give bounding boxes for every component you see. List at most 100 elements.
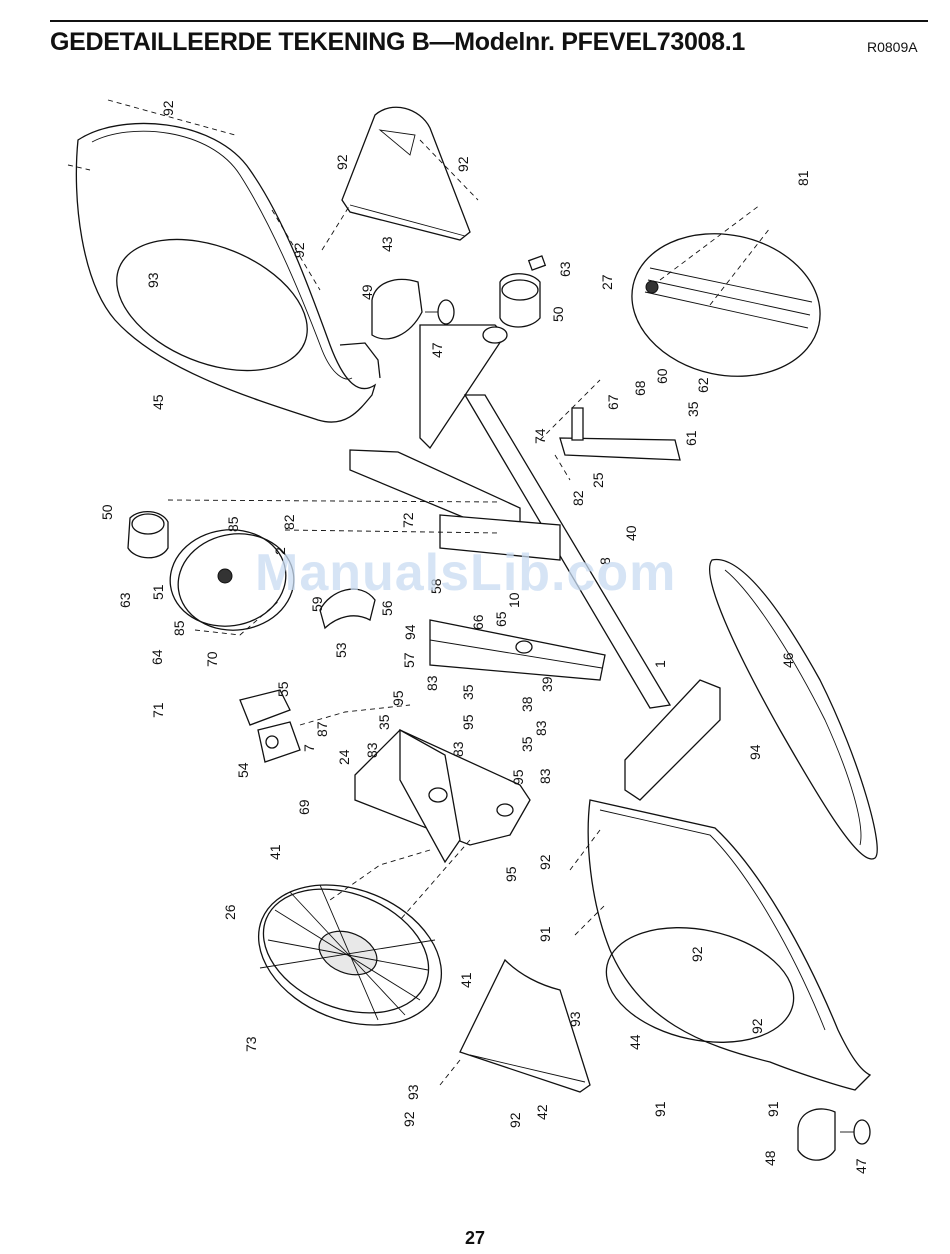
part-label: 68 bbox=[632, 380, 648, 396]
brake-assembly-53-56 bbox=[239, 588, 376, 763]
part-label: 42 bbox=[534, 1104, 550, 1120]
part-label: 73 bbox=[243, 1036, 259, 1052]
part-label: 82 bbox=[281, 514, 297, 530]
belt-46 bbox=[708, 558, 878, 860]
part-label: 65 bbox=[493, 611, 509, 627]
part-label: 83 bbox=[537, 768, 553, 784]
bracket-43 bbox=[321, 106, 479, 251]
part-label: 66 bbox=[470, 614, 486, 630]
part-label: 93 bbox=[405, 1084, 421, 1100]
part-label: 92 bbox=[334, 154, 350, 170]
part-label: 35 bbox=[376, 714, 392, 730]
part-label: 69 bbox=[296, 799, 312, 815]
part-label: 85 bbox=[171, 620, 187, 636]
revision-code: R0809A bbox=[867, 39, 918, 55]
part-label: 92 bbox=[507, 1112, 523, 1128]
part-label: 85 bbox=[225, 516, 241, 532]
part-label: 92 bbox=[689, 946, 705, 962]
side-shield-44 bbox=[569, 799, 872, 1091]
part-label: 50 bbox=[99, 504, 115, 520]
part-label: 41 bbox=[458, 972, 474, 988]
part-label: 94 bbox=[747, 744, 763, 760]
end-cap-49-47 bbox=[371, 278, 455, 340]
assembly-line bbox=[554, 454, 571, 481]
part-label: 83 bbox=[364, 742, 380, 758]
part-label: 74 bbox=[532, 428, 548, 444]
part-label: 71 bbox=[150, 702, 166, 718]
assembly-line bbox=[194, 599, 281, 636]
part-label: 93 bbox=[145, 272, 161, 288]
part-label: 82 bbox=[570, 490, 586, 506]
part-label: 51 bbox=[150, 584, 166, 600]
part-label: 95 bbox=[390, 690, 406, 706]
part-label: 95 bbox=[503, 866, 519, 882]
roller-50-top bbox=[499, 255, 547, 328]
assembly-line bbox=[539, 379, 601, 441]
part-label: 95 bbox=[460, 714, 476, 730]
part-label: 59 bbox=[309, 596, 325, 612]
part-label: 81 bbox=[795, 170, 811, 186]
side-shield-45 bbox=[67, 99, 381, 423]
page-title: GEDETAILLEERDE TEKENING B—Modelnr. PFEVE… bbox=[50, 28, 745, 56]
part-label: 63 bbox=[557, 261, 573, 277]
part-label: 7 bbox=[301, 744, 317, 752]
part-label: 72 bbox=[400, 512, 416, 528]
part-label: 24 bbox=[336, 749, 352, 765]
part-label: 35 bbox=[685, 401, 701, 417]
part-label: 41 bbox=[267, 844, 283, 860]
assembly-line bbox=[329, 849, 431, 901]
part-label: 92 bbox=[160, 100, 176, 116]
part-label: 35 bbox=[519, 736, 535, 752]
part-label: 43 bbox=[379, 236, 395, 252]
part-label: 92 bbox=[537, 854, 553, 870]
part-label: 62 bbox=[695, 377, 711, 393]
part-label: 92 bbox=[455, 156, 471, 172]
part-label: 1 bbox=[652, 660, 668, 668]
assembly-line bbox=[167, 499, 501, 503]
part-label: 2 bbox=[272, 547, 288, 555]
watermark: ManualsLib.com bbox=[255, 544, 677, 602]
part-label: 83 bbox=[424, 675, 440, 691]
part-label: 44 bbox=[627, 1034, 643, 1050]
assembly-line bbox=[399, 839, 471, 921]
part-label: 26 bbox=[222, 904, 238, 920]
part-label: 61 bbox=[683, 430, 699, 446]
part-label: 58 bbox=[428, 578, 444, 594]
header-rule bbox=[50, 20, 928, 22]
part-label: 35 bbox=[460, 684, 476, 700]
part-label: 10 bbox=[506, 592, 522, 608]
part-label: 83 bbox=[533, 720, 549, 736]
part-label: 55 bbox=[275, 681, 291, 697]
page-number: 27 bbox=[464, 1228, 486, 1248]
assembly-line bbox=[299, 704, 411, 726]
part-label: 46 bbox=[780, 652, 796, 668]
part-label: 60 bbox=[654, 368, 670, 384]
part-label: 91 bbox=[652, 1101, 668, 1117]
part-label: 91 bbox=[537, 926, 553, 942]
part-label: 95 bbox=[510, 769, 526, 785]
bracket-42 bbox=[439, 958, 591, 1093]
pulley-26 bbox=[257, 884, 443, 1026]
part-label: 56 bbox=[379, 600, 395, 616]
part-label: 45 bbox=[150, 394, 166, 410]
part-label: 27 bbox=[599, 274, 615, 290]
part-label: 92 bbox=[291, 242, 307, 258]
part-label: 63 bbox=[117, 592, 133, 608]
part-label: 92 bbox=[401, 1111, 417, 1127]
part-label: 39 bbox=[539, 676, 555, 692]
part-label: 92 bbox=[749, 1018, 765, 1034]
part-label: 25 bbox=[590, 472, 606, 488]
part-label: 48 bbox=[762, 1150, 778, 1166]
part-label: 54 bbox=[235, 762, 251, 778]
flywheel-51 bbox=[127, 511, 295, 631]
part-label: 94 bbox=[402, 624, 418, 640]
part-label: 91 bbox=[765, 1101, 781, 1117]
crank-bracket-24 bbox=[354, 728, 531, 864]
part-label: 67 bbox=[605, 394, 621, 410]
part-label: 53 bbox=[333, 642, 349, 658]
part-label: 64 bbox=[149, 649, 165, 665]
part-label: 93 bbox=[567, 1011, 583, 1027]
part-label: 49 bbox=[359, 284, 375, 300]
part-label: 57 bbox=[401, 652, 417, 668]
